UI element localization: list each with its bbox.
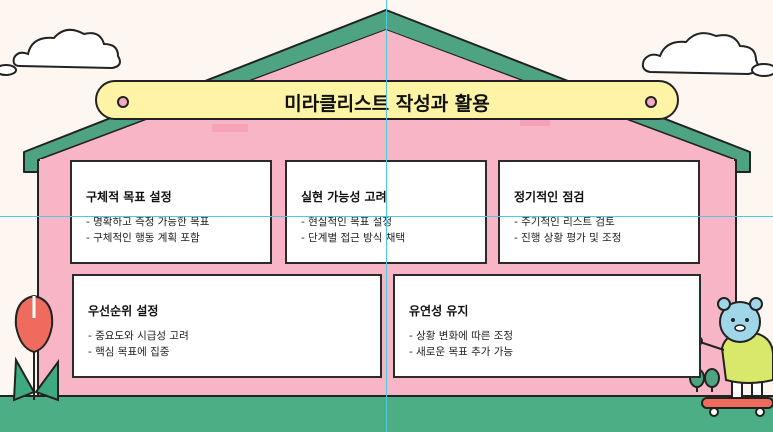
card-priority: 우선순위 설정 - 중요도와 시급성 고려 - 핵심 목표에 집중 <box>72 274 382 378</box>
card-title: 유연성 유지 <box>409 304 469 318</box>
list-item: - 진행 상황 평가 및 조정 <box>514 232 622 244</box>
cloud-icon <box>0 28 121 76</box>
list-item: - 구체적인 행동 계획 포함 <box>86 232 200 244</box>
banner-dot-right <box>645 96 657 108</box>
card-title: 정기적인 점검 <box>514 190 585 204</box>
bear-character-icon <box>693 297 773 399</box>
card-title: 실현 가능성 고려 <box>301 190 387 204</box>
tree-icon <box>704 368 720 392</box>
list-item: - 핵심 목표에 집중 <box>88 346 170 358</box>
card-list: - 현실적인 목표 설정 - 단계별 접근 방식 채택 <box>301 214 405 246</box>
list-item: - 단계별 접근 방식 채택 <box>301 232 406 244</box>
skateboard-icon <box>701 397 773 417</box>
card-list: - 주기적인 리스트 검토 - 진행 상황 평가 및 조정 <box>514 214 621 246</box>
page-title: 미라클리스트 작성과 활용 <box>284 93 490 115</box>
list-item: - 주기적인 리스트 검토 <box>514 216 615 228</box>
list-item: - 명확하고 측정 가능한 목표 <box>86 216 210 228</box>
card-regular-check: 정기적인 점검 - 주기적인 리스트 검토 - 진행 상황 평가 및 조정 <box>498 160 700 264</box>
card-title: 구체적 목표 설정 <box>86 190 172 204</box>
list-item: - 새로운 목표 추가 가능 <box>409 346 514 358</box>
card-list: - 상황 변화에 따른 조정 - 새로운 목표 추가 가능 <box>409 328 513 360</box>
banner-dot-left <box>117 96 129 108</box>
list-item: - 중요도와 시급성 고려 <box>88 330 189 342</box>
list-item: - 상황 변화에 따른 조정 <box>409 330 514 342</box>
title-banner: 미라클리스트 작성과 활용 <box>95 80 679 120</box>
card-list: - 명확하고 측정 가능한 목표 - 구체적인 행동 계획 포함 <box>86 214 209 246</box>
tulip-icon <box>12 294 59 402</box>
card-flexibility: 유연성 유지 - 상황 변화에 따른 조정 - 새로운 목표 추가 가능 <box>393 274 701 378</box>
card-title: 우선순위 설정 <box>88 304 159 318</box>
guide-line-vertical <box>386 0 387 432</box>
card-specific-goal: 구체적 목표 설정 - 명확하고 측정 가능한 목표 - 구체적인 행동 계획 … <box>70 160 272 264</box>
list-item: - 현실적인 목표 설정 <box>301 216 393 228</box>
cloud-icon <box>641 32 773 77</box>
card-list: - 중요도와 시급성 고려 - 핵심 목표에 집중 <box>88 328 189 360</box>
